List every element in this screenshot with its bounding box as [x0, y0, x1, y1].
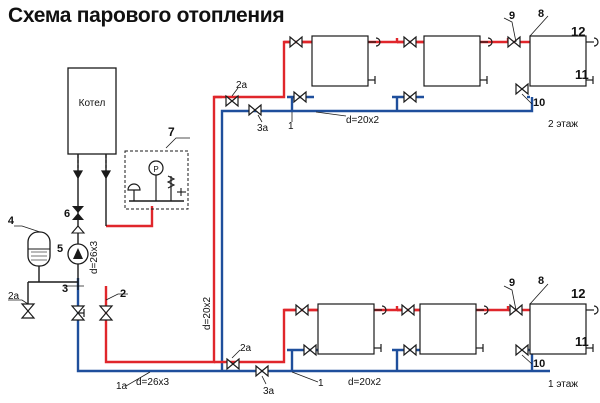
pump — [67, 243, 89, 265]
callout-10-floor1: 10 — [533, 358, 545, 370]
callout-10-floor2: 10 — [533, 97, 545, 109]
supply-riser-size: d=20x2 — [202, 296, 213, 330]
callout-3a-floor2: 3а — [257, 123, 269, 134]
diagram-title: Схема парового отопления — [8, 4, 285, 27]
callout-2a-floor1: 2а — [240, 343, 252, 354]
callout-6: 6 — [64, 208, 70, 220]
radiator-valve[interactable] — [401, 304, 415, 316]
boiler-piping — [27, 153, 107, 304]
radiator-valve[interactable] — [507, 36, 521, 48]
radiator-valve[interactable] — [289, 36, 303, 48]
callout-12-floor1: 12 — [571, 286, 585, 301]
radiator-floor1-2 — [419, 303, 489, 355]
callout-1-floor2: 1 — [288, 121, 294, 132]
callout-12-floor2: 12 — [571, 24, 585, 39]
flow-arrows — [72, 155, 112, 180]
return-pipes — [76, 95, 550, 373]
radiator-valve[interactable] — [295, 304, 309, 316]
radiator-valve[interactable] — [515, 83, 529, 95]
radiator-valve[interactable] — [403, 91, 417, 103]
callout-2: 2 — [120, 288, 126, 300]
valve-3[interactable] — [70, 305, 86, 321]
floor2-label: 2 этаж — [548, 119, 578, 130]
floor2-pipe-size: d=20x2 — [346, 115, 380, 126]
callout-5: 5 — [57, 243, 63, 255]
floor1-pipe-size: d=20x2 — [348, 377, 382, 388]
valve-2a-floor1[interactable] — [226, 358, 240, 370]
valve-3a-floor2[interactable] — [248, 104, 262, 116]
valve-3a-floor1[interactable] — [255, 365, 269, 377]
leader-lines — [8, 15, 549, 387]
callout-7: 7 — [168, 125, 175, 139]
return-riser-size: d=26x3 — [89, 240, 100, 274]
callout-2a-drain: 2а — [8, 291, 20, 302]
valve-check-5[interactable] — [70, 225, 86, 234]
callout-1-floor1: 1 — [318, 378, 324, 389]
radiator-valve[interactable] — [303, 344, 317, 356]
radiator-valve[interactable] — [515, 344, 529, 356]
radiator-valve[interactable] — [403, 36, 417, 48]
radiator-floor1-1 — [317, 303, 387, 355]
radiator-floor2-2 — [423, 35, 493, 87]
callout-9-floor2: 9 — [509, 10, 515, 22]
valve-2a-drain[interactable] — [20, 303, 36, 319]
return-main-size: d=26x3 — [136, 377, 170, 388]
callout-9-floor1: 9 — [509, 277, 515, 289]
callout-8-floor2: 8 — [538, 8, 544, 20]
callout-2a-floor2: 2а — [236, 80, 248, 91]
gauge-letter: Р — [153, 165, 158, 174]
callout-11-floor1: 11 — [575, 334, 589, 349]
boiler — [67, 67, 117, 155]
radiator-valve[interactable] — [293, 91, 307, 103]
pressure-gauge-icon — [148, 160, 164, 176]
valve-6[interactable] — [72, 206, 84, 220]
callout-3: 3 — [62, 283, 68, 295]
radiator-valve[interactable] — [403, 344, 417, 356]
boiler-label: Котел — [79, 98, 106, 109]
expansion-tank — [27, 231, 51, 267]
floor1-label: 1 этаж — [548, 379, 578, 390]
callout-4: 4 — [8, 215, 15, 227]
callout-3a-floor1: 3а — [263, 386, 275, 397]
valve-2[interactable] — [98, 305, 114, 321]
radiator-floor2-1 — [311, 35, 381, 87]
callout-11-floor2: 11 — [575, 67, 589, 82]
safety-group-7 — [124, 150, 189, 210]
callout-1a: 1а — [116, 381, 128, 392]
callout-8-floor1: 8 — [538, 275, 544, 287]
